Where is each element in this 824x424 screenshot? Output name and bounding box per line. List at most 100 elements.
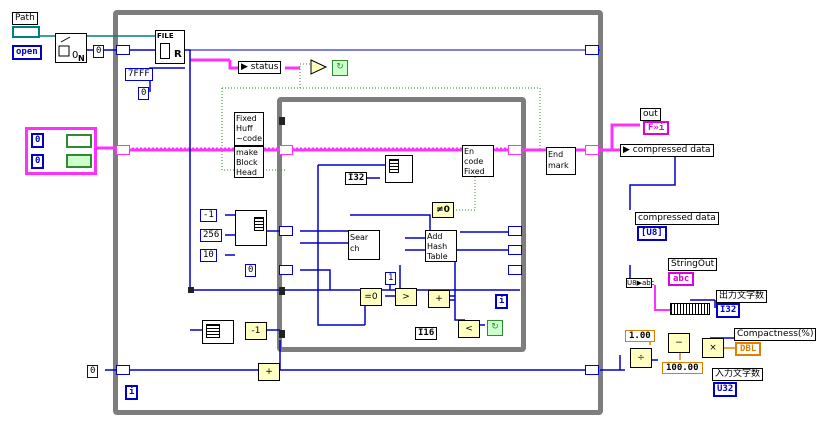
array-icon: [389, 159, 399, 173]
cluster-bool2: [66, 154, 92, 168]
tunnel-mid-right: [585, 145, 599, 155]
i32-cast: I32: [345, 172, 368, 185]
tunnel-bottom-right: [585, 365, 599, 375]
init-array-icon: [254, 217, 264, 231]
encode-fixed-node: En code Fixed: [462, 145, 494, 177]
svg-text:N: N: [78, 54, 85, 62]
inner-tunnel-6: [508, 245, 522, 255]
string-out-indicator: abc: [668, 272, 695, 286]
u32-indicator: U32: [713, 382, 738, 397]
file-node-label: FILE: [157, 32, 174, 40]
path-icon: [12, 26, 40, 38]
output-chars-label: 出力文字数: [716, 290, 768, 303]
make-block-head-node: make Block Head: [234, 146, 264, 178]
compressed-data-node: ▶ compressed data: [620, 144, 714, 157]
path-control[interactable]: Path: [12, 12, 40, 38]
subtract-icon: −: [668, 333, 690, 353]
add-node-icon: +: [428, 290, 450, 308]
cluster-row2: 0: [31, 154, 45, 169]
dbl-indicator: DBL: [735, 342, 762, 356]
inner-tunnel-1: [279, 145, 293, 155]
search-node: Sear ch: [348, 230, 380, 260]
num-0-constant[interactable]: 0: [245, 264, 257, 277]
path-label: Path: [12, 12, 38, 25]
inner-tunnel-7: [508, 265, 522, 275]
file-disk-icon: [160, 43, 170, 59]
status-arrow-icon: ▶: [241, 62, 248, 72]
out-label: out: [640, 108, 661, 121]
compressed-data-indicator-label: compressed data: [635, 212, 719, 225]
multiply-icon: ×: [702, 338, 724, 358]
divide-icon: ÷: [630, 348, 652, 368]
compressed-arrow-icon: ▶: [623, 145, 630, 155]
array-size-icon: [206, 324, 220, 338]
inner-loop-iteration: i: [495, 294, 509, 309]
tunnel-bottom-left: [116, 365, 130, 375]
equal-zero-icon: ≠0: [432, 202, 454, 218]
increment-icon: +: [258, 363, 280, 381]
i16-cast: I16: [415, 327, 438, 340]
bottom-zero-constant[interactable]: 0: [87, 365, 99, 378]
cluster-row1: 0: [31, 133, 45, 148]
hex-constant[interactable]: 7FFF: [125, 68, 153, 81]
equal-zero-compare-icon: =0: [360, 288, 382, 306]
num-1-constant[interactable]: 1: [385, 272, 397, 285]
byte-array-to-string-icon: U8▶abc: [626, 278, 655, 288]
fixed-huff-label: Fixed Huff ~code: [236, 114, 262, 143]
string-length-icon: [670, 303, 710, 315]
const-100[interactable]: 100.00: [662, 362, 703, 374]
num-256-constant[interactable]: 256: [200, 229, 223, 242]
add-hash-label: Add Hash Table: [427, 232, 448, 261]
file-read-node: FILE R: [155, 30, 185, 64]
compressed-data-label: compressed data: [632, 145, 711, 155]
add-hash-table-node: Add Hash Table: [425, 230, 457, 262]
neg1-constant[interactable]: -1: [200, 209, 217, 222]
encode-fixed-label: En code Fixed: [464, 147, 485, 176]
fixed-huff-code-node: Fixed Huff ~code: [234, 112, 264, 146]
open-enum[interactable]: open: [12, 45, 42, 60]
num-10-constant[interactable]: 10: [200, 249, 217, 262]
inner-tunnel-3: [279, 226, 293, 236]
u8-array-indicator: [U8]: [637, 226, 667, 241]
less-compare-icon: <: [458, 320, 480, 338]
search-label: Sear ch: [350, 233, 369, 253]
end-mark-label: End mark: [548, 150, 569, 170]
out-indicator: F»i: [643, 121, 670, 135]
inner-tunnel-2: [508, 145, 522, 155]
decrement-icon: -1: [245, 322, 267, 340]
inner-tunnel-5: [279, 265, 293, 275]
zero-constant-2[interactable]: 0: [138, 87, 150, 100]
file-node-mode: R: [174, 49, 182, 60]
not-node-icon: [310, 59, 328, 75]
inner-stop-icon: ↻: [487, 320, 503, 336]
outer-while-loop: [113, 10, 603, 415]
cluster-bool1: [66, 134, 92, 148]
array-size-node: [202, 320, 234, 344]
svg-text:0: 0: [72, 50, 78, 61]
const-1-00[interactable]: 1.00: [625, 330, 655, 342]
initialize-array-node: [235, 210, 267, 246]
tunnel-top-right: [585, 45, 599, 55]
compactness-label: Compactness(%): [734, 328, 817, 341]
zero-constant[interactable]: 0: [93, 45, 105, 58]
string-out-label: StringOut: [668, 258, 718, 271]
status-node: ▶ status: [238, 61, 282, 74]
status-label: status: [250, 62, 279, 72]
greater-compare-icon: >: [395, 288, 417, 306]
outer-loop-iteration: i: [125, 385, 139, 400]
cluster-row2-value: 0: [35, 156, 41, 166]
end-mark-node: End mark: [546, 147, 576, 175]
tunnel-top-left: [116, 45, 130, 55]
i32-indicator: I32: [716, 303, 741, 318]
stop-icon: ↻: [332, 60, 348, 76]
inner-tunnel-4: [508, 226, 522, 236]
tunnel-mid-left: [116, 145, 130, 155]
cluster-row1-value: 0: [35, 135, 41, 145]
input-chars-label: 入力文字数: [712, 368, 764, 381]
cluster-control[interactable]: 0 0: [25, 127, 97, 175]
inner-while-loop: [277, 97, 526, 352]
make-block-label: make Block Head: [236, 148, 258, 177]
array-subset-node: [385, 155, 413, 183]
